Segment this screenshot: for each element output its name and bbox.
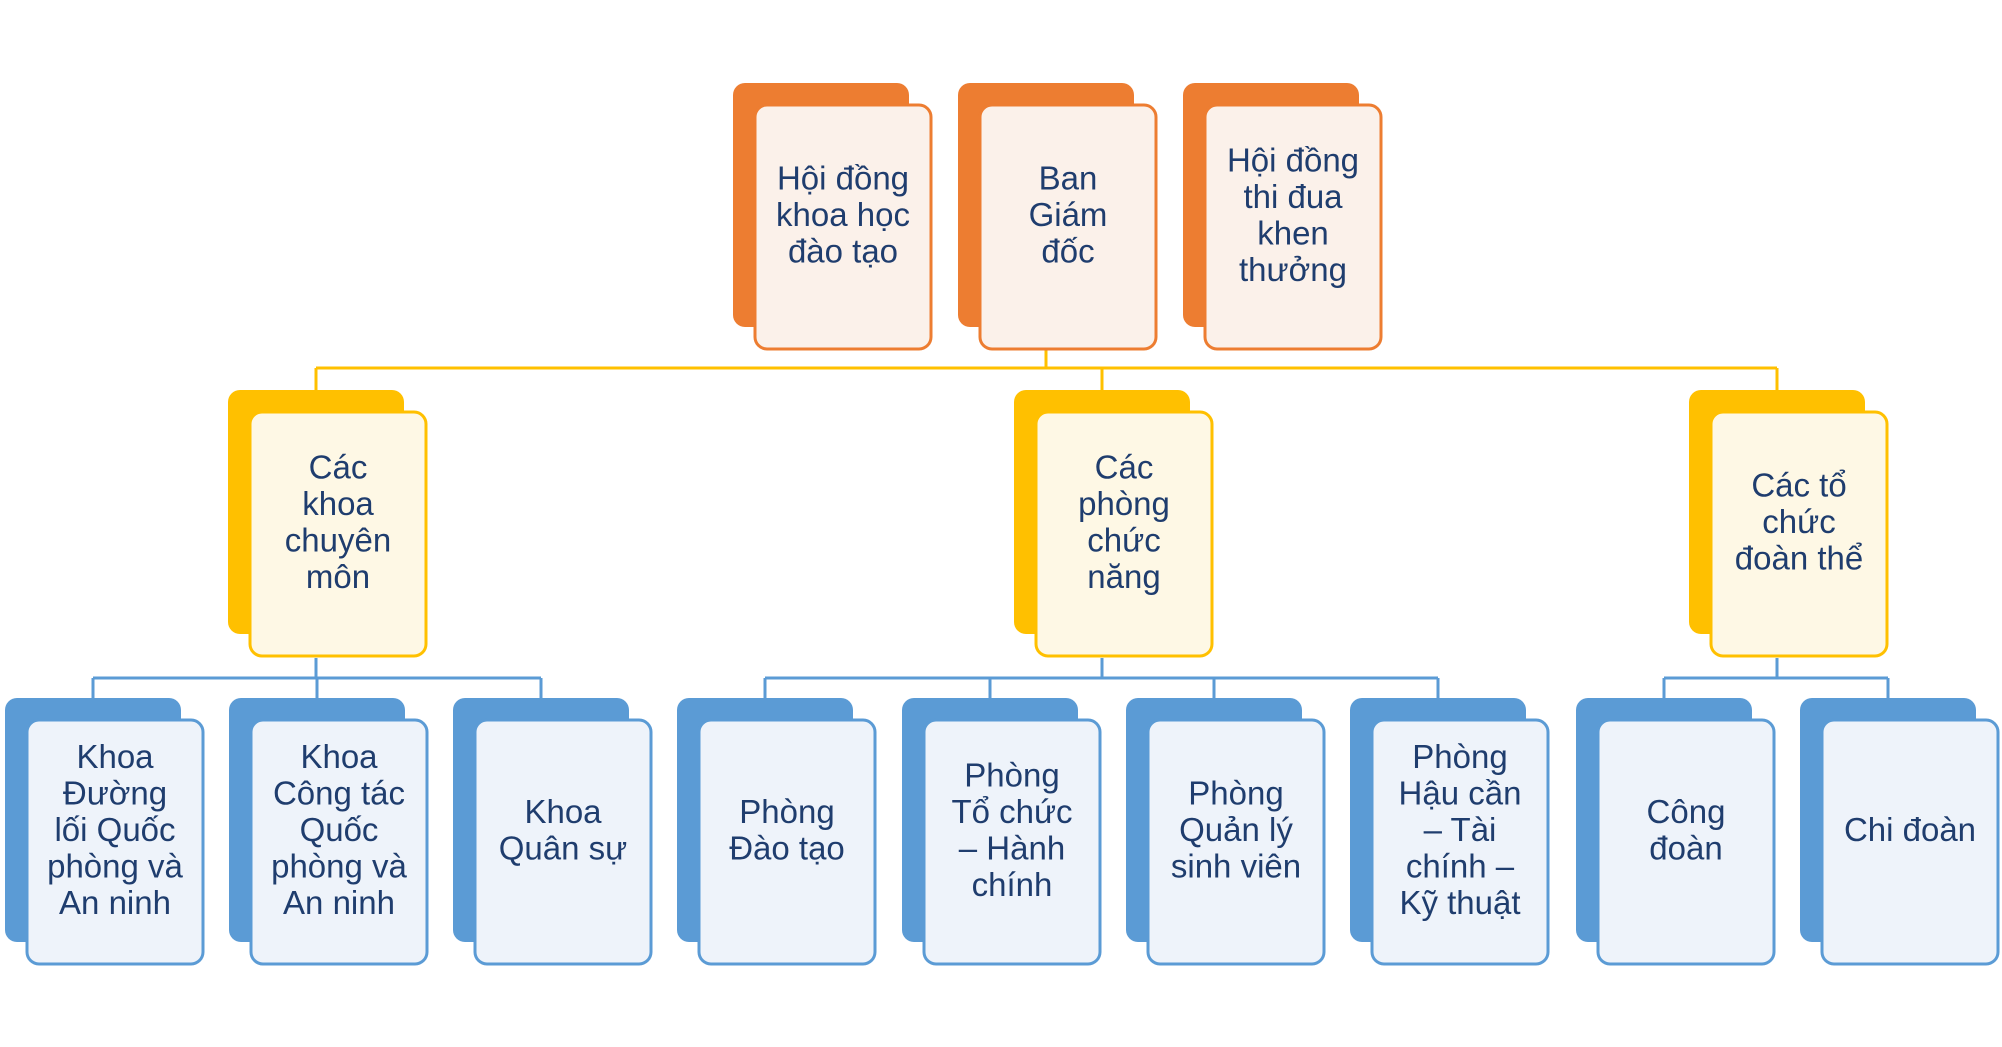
node-label-line: Khoa <box>300 738 378 775</box>
node-label-line: khen <box>1257 214 1329 251</box>
node-front-card <box>25 718 205 966</box>
node-front-card <box>922 718 1102 966</box>
node-label-line: sinh viên <box>1171 848 1301 885</box>
node-label-line: Chi đoàn <box>1844 811 1976 848</box>
node-label-line: Ban <box>1039 160 1098 197</box>
node-label-line: đoàn thể <box>1735 540 1863 577</box>
node-label-line: Quân sự <box>499 829 628 866</box>
node-label-line: chính – <box>1406 848 1515 885</box>
node-label-line: Đường <box>63 775 167 812</box>
node-label-line: đoàn <box>1649 829 1722 866</box>
node-label-line: đào tạo <box>788 233 898 270</box>
node-label-line: Các tổ <box>1751 467 1846 504</box>
node-label-line: Quốc <box>300 811 379 848</box>
node-front-card <box>248 410 428 658</box>
node-label-line: chức <box>1762 503 1835 540</box>
node-label-line: Khoa <box>76 738 154 775</box>
node-label-line: Hội đồng <box>1227 141 1359 178</box>
node-label-line: Quản lý <box>1179 811 1293 848</box>
node-chi-doan: Chi đoàn <box>1800 698 2000 966</box>
node-front-card <box>1709 410 1889 658</box>
node-label-line: khoa <box>302 485 374 522</box>
node-label-line: Phòng <box>1188 775 1283 812</box>
node-front-card <box>1034 410 1214 658</box>
node-label-line: Kỹ thuật <box>1399 884 1520 921</box>
node-label-line: Các <box>1095 448 1154 485</box>
node-label-line: An ninh <box>283 884 395 921</box>
node-label-line: Hội đồng <box>777 160 909 197</box>
node-front-card <box>1203 103 1383 351</box>
node-label-line: môn <box>306 558 370 595</box>
node-label-line: Phòng <box>964 756 1059 793</box>
node-front-card <box>1146 718 1326 966</box>
node-label-line: Phòng <box>739 793 834 830</box>
node-label-line: thi đua <box>1243 178 1343 215</box>
node-front-card <box>473 718 653 966</box>
node-label-line: Công <box>1647 793 1726 830</box>
node-label-line: – Tài <box>1424 811 1497 848</box>
node-front-card <box>249 718 429 966</box>
node-label-line: phòng <box>1078 485 1170 522</box>
node-front-card <box>753 103 933 351</box>
node-label-line: Các <box>309 448 368 485</box>
node-label-line: chức <box>1087 521 1160 558</box>
node-front-card <box>1370 718 1550 966</box>
connectors <box>91 349 1890 698</box>
node-front-card <box>1820 718 2000 966</box>
node-label-line: khoa học <box>776 196 910 233</box>
node-label-line: phòng và <box>47 848 183 885</box>
node-label-line: Khoa <box>524 793 602 830</box>
node-label-line: An ninh <box>59 884 171 921</box>
node-label-line: Phòng <box>1412 738 1507 775</box>
node-label-line: Công tác <box>273 775 405 812</box>
node-label-line: Tổ chức <box>951 793 1072 830</box>
node-front-card <box>1596 718 1776 966</box>
node-label-line: Hậu cần <box>1399 775 1522 812</box>
node-label-line: thưởng <box>1239 251 1347 288</box>
node-front-card <box>697 718 877 966</box>
node-label-line: – Hành <box>959 829 1065 866</box>
node-label-line: năng <box>1087 558 1160 595</box>
node-label-line: lối Quốc <box>54 811 175 848</box>
node-label-line: Đào tạo <box>729 829 845 866</box>
node-label-line: phòng và <box>271 848 407 885</box>
node-label-line: Giám <box>1029 196 1108 233</box>
node-label-line: chuyên <box>285 521 391 558</box>
node-label: Chi đoàn <box>1844 811 1976 848</box>
node-label-line: đốc <box>1041 233 1094 270</box>
node-front-card <box>978 103 1158 351</box>
node-label-line: chính <box>972 866 1053 903</box>
